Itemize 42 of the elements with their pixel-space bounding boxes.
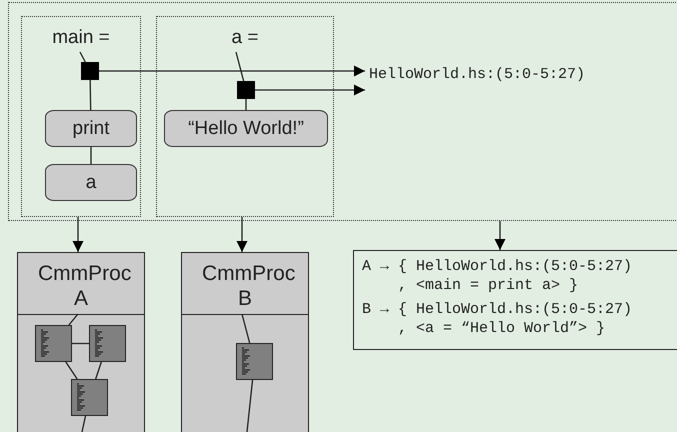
mapping-entry: B → { HelloWorld.hs:(5:0-5:27) , <a = “Hello World”> } <box>362 300 634 338</box>
arrow <box>72 217 84 252</box>
definition-label: main = <box>51 27 111 49</box>
definition-label: a = <box>230 27 260 49</box>
connector-line <box>68 314 78 326</box>
mapping-entry: A → { HelloWorld.hs:(5:0-5:27) , <main = print a> } <box>362 257 634 295</box>
expression-box <box>45 164 137 201</box>
connector-line <box>95 362 102 380</box>
code-block <box>71 379 108 416</box>
connector-line <box>241 314 250 344</box>
connector-line <box>90 147 92 164</box>
procedure-box <box>181 252 309 432</box>
expression-box <box>45 110 137 147</box>
connector-line <box>90 80 92 110</box>
connector-line <box>81 416 86 432</box>
junction-square <box>237 81 255 99</box>
connector-line <box>65 362 78 380</box>
connector-line <box>72 342 89 344</box>
arrow <box>236 217 248 252</box>
code-block <box>89 325 126 362</box>
expression-label: a <box>86 172 96 194</box>
junction-square <box>81 62 99 80</box>
connector-line <box>235 52 244 82</box>
group-frame <box>8 2 677 221</box>
arrow <box>99 66 365 76</box>
definition-frame <box>156 16 334 217</box>
procedure-title: CmmProc B <box>182 253 308 315</box>
connector-line <box>245 99 247 110</box>
expression-box <box>164 110 328 147</box>
mapping-table <box>353 250 677 350</box>
code-block <box>236 343 273 380</box>
code-block <box>35 325 72 362</box>
connector-line <box>79 52 86 62</box>
procedure-title: CmmProc A <box>18 253 144 315</box>
expression-label: print <box>72 118 110 140</box>
connector-line <box>246 380 254 432</box>
expression-label: “Hello World!” <box>188 118 304 140</box>
source-location-text: HelloWorld.hs:(5:0-5:27) <box>369 66 586 83</box>
procedure-box <box>17 252 145 432</box>
definition-frame <box>21 16 141 217</box>
arrow <box>494 221 506 250</box>
arrow <box>255 84 365 96</box>
